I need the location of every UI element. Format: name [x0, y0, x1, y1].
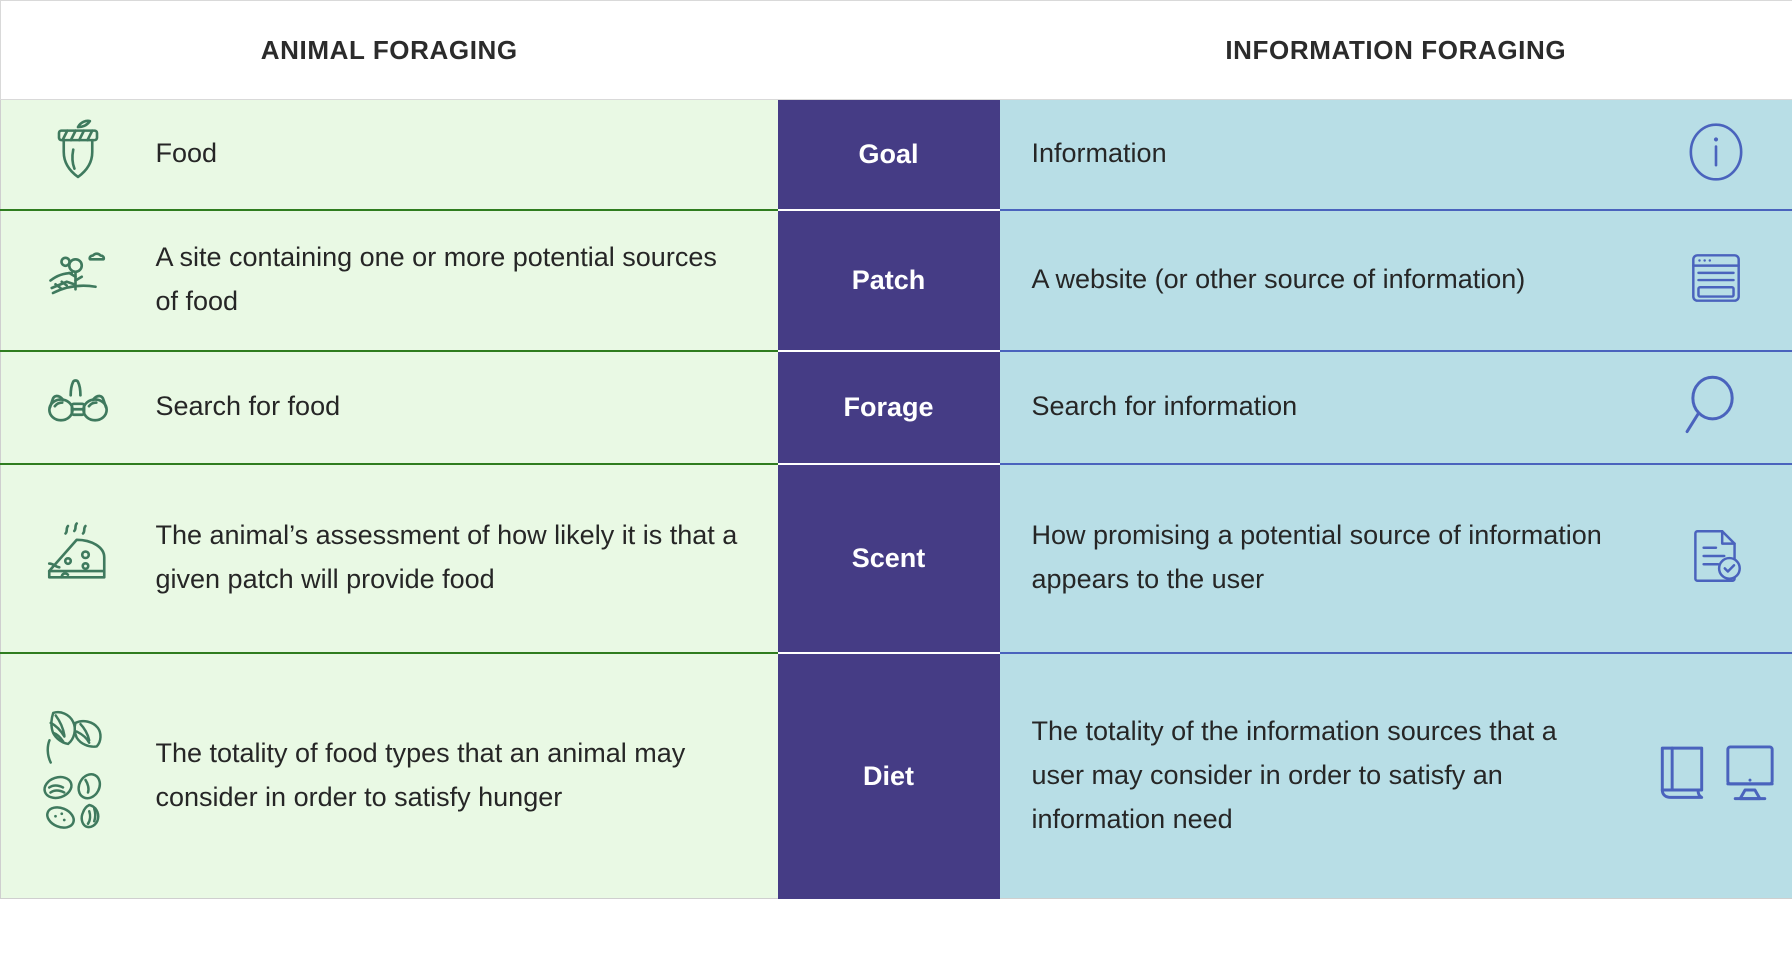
header-information-foraging: INFORMATION FORAGING — [999, 0, 1792, 100]
info-circle-icon — [1681, 117, 1751, 187]
table-row: Search for food Forage Search for inform… — [0, 350, 1792, 465]
info-text-goal: Information — [999, 99, 1640, 211]
middle-label-diet: Diet — [777, 652, 1000, 899]
browser-window-icon — [1683, 245, 1749, 311]
middle-label-forage: Forage — [777, 350, 1000, 465]
info-text-diet: The totality of the information sources … — [999, 652, 1640, 899]
document-check-icon — [1683, 523, 1749, 589]
header-animal-foraging: ANIMAL FORAGING — [0, 0, 778, 100]
animal-text-scent: The animal’s assessment of how likely it… — [155, 463, 778, 654]
field-landscape-icon — [38, 238, 118, 318]
table-header: ANIMAL FORAGING INFORMATION FORAGING — [0, 0, 1792, 100]
animal-icon-cell-diet — [0, 652, 156, 899]
animal-icon-cell-patch — [0, 209, 156, 352]
header-row: ANIMAL FORAGING INFORMATION FORAGING — [0, 0, 1792, 100]
table-row: A site containing one or more potential … — [0, 209, 1792, 352]
hops-and-nuts-icon — [1, 708, 156, 838]
cheese-wedge-icon — [38, 516, 118, 596]
animal-icon-cell-forage — [0, 350, 156, 465]
info-icon-cell-patch — [1639, 209, 1792, 352]
table-row: Food Goal Information — [0, 99, 1792, 211]
info-text-scent: How promising a potential source of info… — [999, 463, 1640, 654]
middle-label-patch: Patch — [777, 209, 1000, 352]
info-icon-cell-diet — [1639, 652, 1792, 899]
info-icon-cell-forage — [1639, 350, 1792, 465]
book-and-monitor-icon — [1650, 741, 1782, 805]
table-row: The totality of food types that an anima… — [0, 652, 1792, 899]
animal-text-goal: Food — [155, 99, 778, 211]
binoculars-icon — [39, 366, 117, 444]
animal-text-patch: A site containing one or more potential … — [155, 209, 778, 352]
foraging-comparison-table: ANIMAL FORAGING INFORMATION FORAGING — [0, 0, 1792, 899]
middle-label-goal: Goal — [777, 99, 1000, 211]
magnifying-glass-icon — [1679, 368, 1753, 442]
info-icon-cell-goal — [1639, 99, 1792, 211]
acorn-icon — [40, 114, 116, 190]
animal-icon-cell-goal — [0, 99, 156, 211]
table-row: The animal’s assessment of how likely it… — [0, 463, 1792, 654]
info-text-forage: Search for information — [999, 350, 1640, 465]
info-text-patch: A website (or other source of informatio… — [999, 209, 1640, 352]
info-icon-cell-scent — [1639, 463, 1792, 654]
animal-text-forage: Search for food — [155, 350, 778, 465]
animal-icon-cell-scent — [0, 463, 156, 654]
animal-text-diet: The totality of food types that an anima… — [155, 652, 778, 899]
table-body: Food Goal Information — [0, 99, 1792, 899]
middle-label-scent: Scent — [777, 463, 1000, 654]
header-spacer — [777, 0, 1000, 100]
